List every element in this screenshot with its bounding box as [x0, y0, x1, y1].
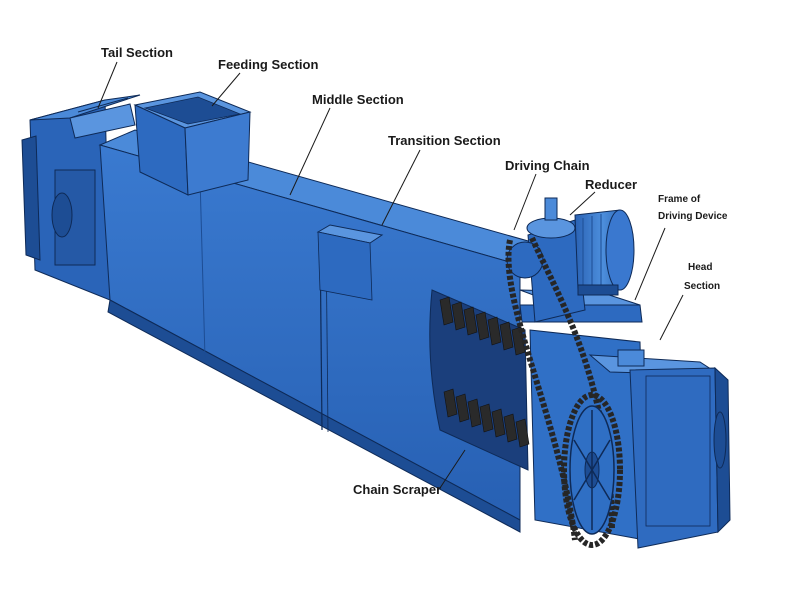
feeding-section [133, 91, 252, 196]
label-chain-scraper: Chain Scraper [353, 482, 442, 497]
scraper-flight [439, 296, 454, 326]
label-reducer: Reducer [585, 177, 638, 192]
scraper-flight [463, 306, 478, 336]
scraper-flight [491, 408, 506, 438]
label-frame-line1: Frame of [658, 194, 701, 205]
label-head-line2: Section [684, 281, 721, 292]
label-feeding-section: Feeding Section [218, 57, 319, 72]
motor [574, 209, 635, 296]
leader-reducer [569, 191, 596, 216]
label-driving-chain: Driving Chain [505, 158, 590, 173]
driving-chain [505, 236, 623, 548]
scraper-flight [467, 398, 482, 428]
leader-middle-section [289, 107, 331, 196]
chain-scraper-window [429, 289, 530, 471]
label-middle-section: Middle Section [312, 92, 404, 107]
leader-feeding-section [211, 72, 241, 107]
scraper-flight [515, 418, 530, 448]
label-tail-section: Tail Section [101, 45, 173, 60]
scrapers-upper-row [439, 296, 526, 356]
scraper-flight [475, 311, 490, 341]
leader-tail-section [97, 61, 118, 109]
scraper-flight [503, 413, 518, 443]
transition-section [316, 224, 384, 301]
scraper-flight [511, 326, 526, 356]
scraper-flight [455, 393, 470, 423]
leader-transition-section [381, 149, 421, 226]
leader-chain-scraper [439, 449, 466, 489]
leader-frame-of-driving-device [634, 227, 666, 301]
scraper-flight [479, 403, 494, 433]
leader-driving-chain [513, 173, 537, 231]
scraper-flight [487, 316, 502, 346]
leader-lines [97, 61, 684, 489]
scraper-flight [451, 301, 466, 331]
reducer [526, 197, 586, 323]
scraper-flight [499, 321, 514, 351]
scraper-flight [443, 388, 458, 418]
scrapers-lower-row [443, 388, 530, 448]
label-transition-section: Transition Section [388, 133, 501, 148]
leader-head-section [659, 294, 684, 341]
head-section [519, 289, 731, 549]
tail-section [21, 94, 141, 301]
label-frame-line2: Driving Device [658, 211, 728, 222]
label-head-line1: Head [688, 262, 713, 273]
